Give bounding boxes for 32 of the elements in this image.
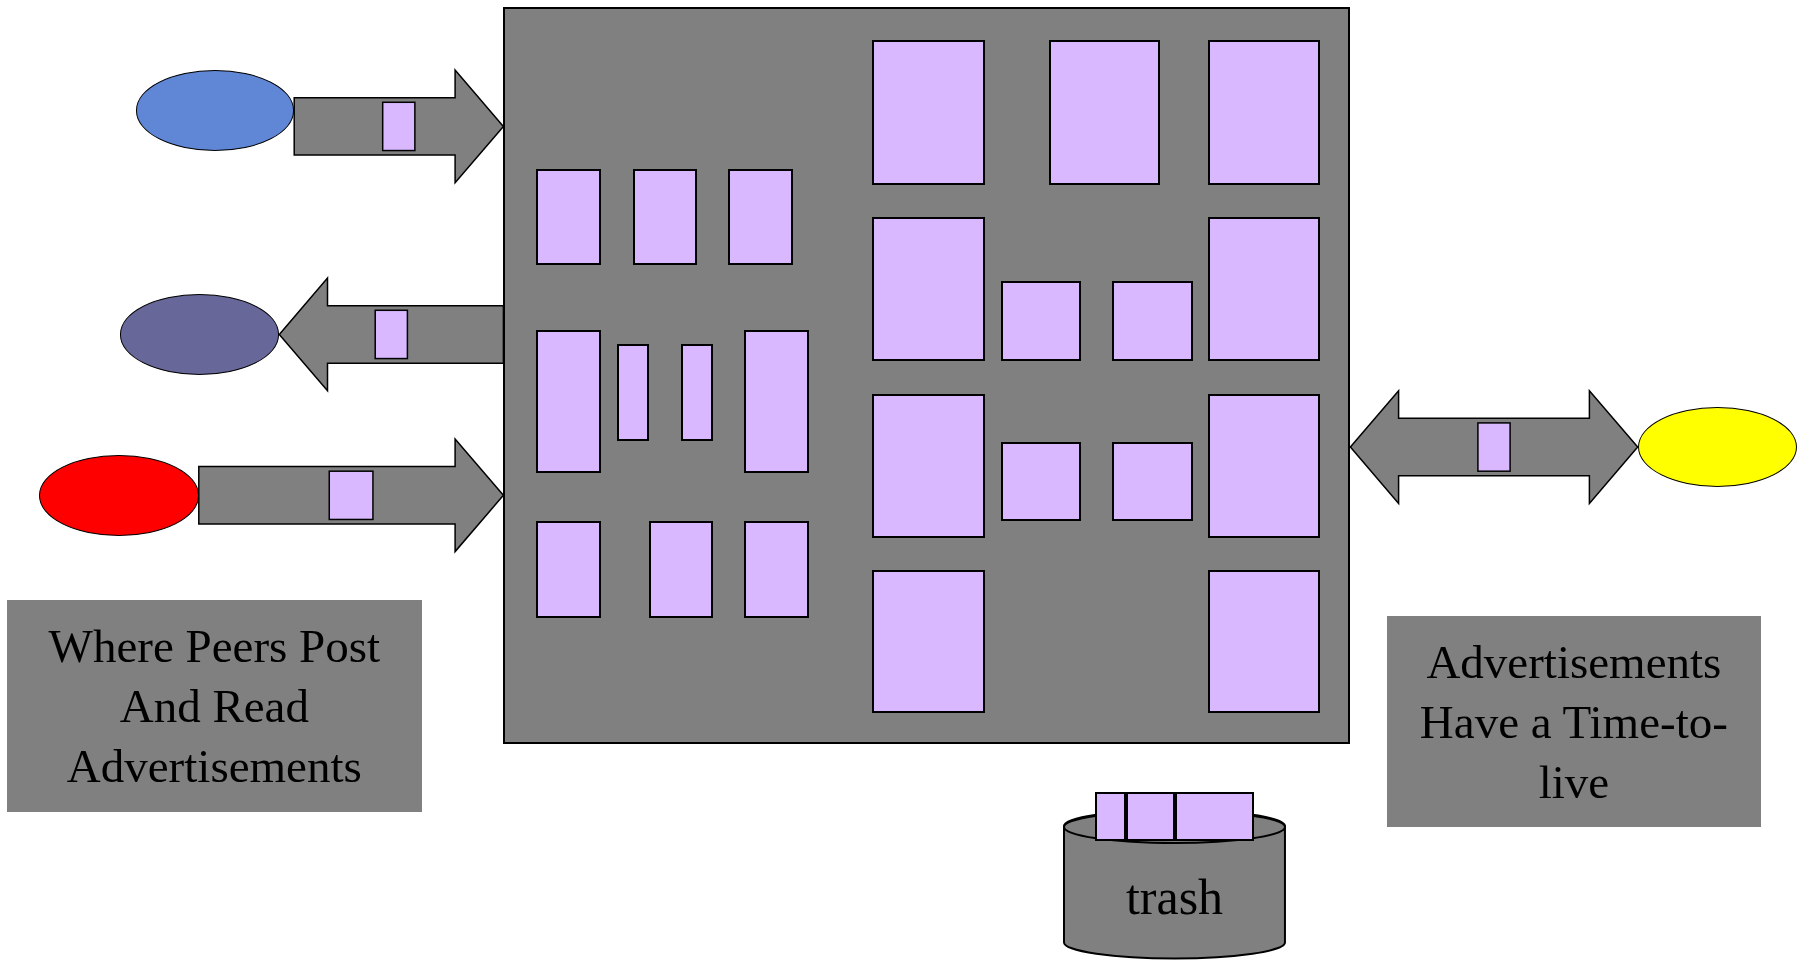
advertisement-box — [1207, 569, 1321, 714]
advertisement-box — [1000, 281, 1082, 361]
advertisement-box — [744, 521, 809, 618]
advertisement-box — [616, 344, 649, 441]
note-text: Where Peers Post And Read Advertisements — [47, 619, 382, 795]
advertisement-box — [1112, 442, 1193, 522]
advertisement-box — [632, 168, 698, 266]
advertisement-box — [1207, 393, 1321, 538]
advertisement-box — [871, 39, 985, 185]
note-panel — [6, 599, 422, 813]
note-text: Advertisements Have a Time-to-live — [1418, 634, 1729, 810]
advertisement-box — [1126, 791, 1175, 842]
trash-label: trash — [1124, 867, 1225, 927]
advertisement-box — [871, 569, 985, 714]
advertisement-box — [536, 168, 601, 266]
advertisement-box — [1207, 39, 1321, 185]
advertisement-box — [871, 393, 985, 538]
advertisement-box — [681, 344, 714, 441]
advertisement-box — [1174, 791, 1254, 842]
advertisement-box — [649, 521, 714, 618]
advertisement-box — [744, 329, 809, 474]
advertisement-box — [1207, 216, 1321, 361]
advertisement-box — [1000, 442, 1082, 522]
advertisement-box — [1112, 281, 1193, 361]
advertisement-box — [728, 168, 793, 266]
advertisement-box — [871, 216, 985, 361]
advertisement-box — [536, 329, 601, 474]
note-panel — [1387, 616, 1761, 828]
advertisement-box — [1048, 39, 1161, 185]
board-panel — [503, 6, 1351, 744]
advertisement-box — [536, 521, 601, 618]
advertisement-box — [1095, 791, 1127, 842]
